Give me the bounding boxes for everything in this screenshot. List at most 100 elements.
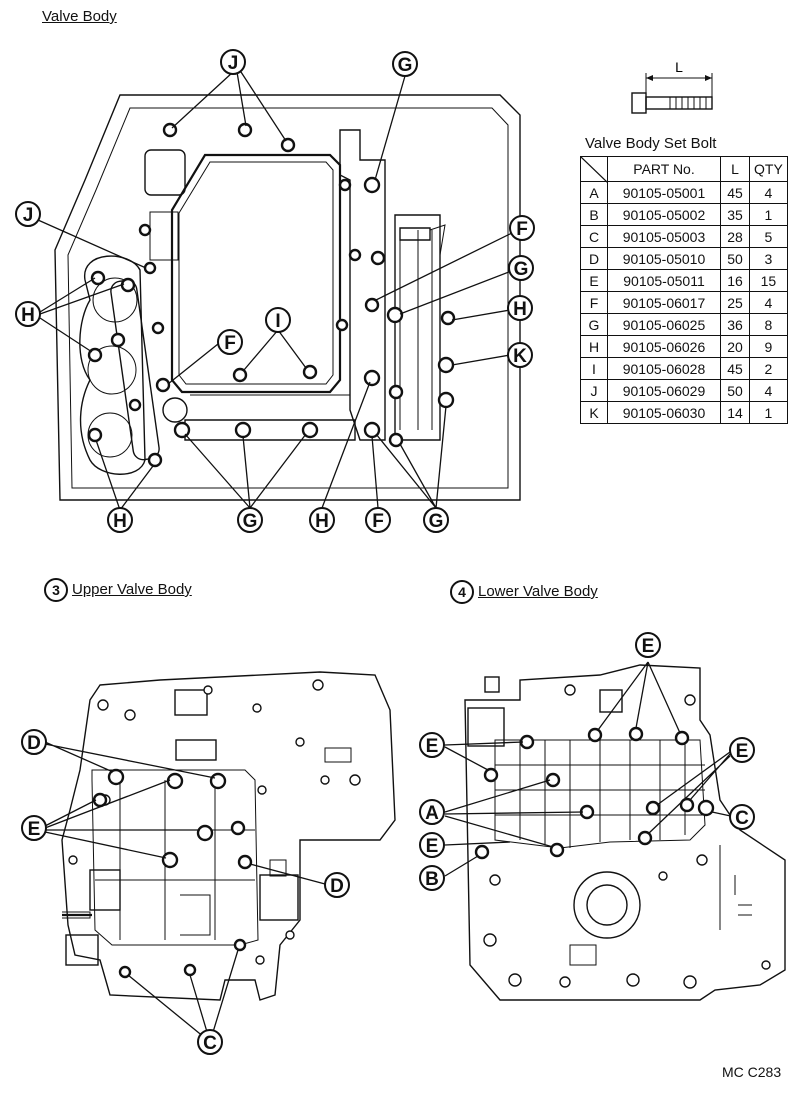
svg-text:K: K	[513, 346, 527, 367]
length-cell: 28	[720, 225, 750, 248]
callout-f-center: F	[217, 329, 243, 355]
svg-text:E: E	[426, 736, 439, 757]
bolt-code-cell: H	[580, 335, 608, 358]
svg-text:H: H	[315, 511, 329, 532]
bolt-code-cell: A	[580, 181, 608, 204]
svg-text:G: G	[429, 511, 444, 532]
qty-cell: 1	[749, 401, 788, 424]
qty-cell: 8	[749, 313, 788, 336]
length-cell: 14	[720, 401, 750, 424]
length-cell: 25	[720, 291, 750, 314]
svg-text:A: A	[425, 803, 439, 824]
callout-d-upper-right: D	[324, 872, 350, 898]
qty-cell: 9	[749, 335, 788, 358]
callout-g-bottom-right: G	[423, 507, 449, 533]
part-number-cell: 90105-05010	[607, 247, 721, 270]
callout-k: K	[507, 342, 533, 368]
section-number-3: 3	[44, 578, 68, 602]
callout-e-lower-top: E	[635, 632, 661, 658]
callout-c-upper-bottom: C	[197, 1029, 223, 1055]
length-cell: 36	[720, 313, 750, 336]
valve-body-assembly-drawing	[37, 71, 521, 511]
svg-text:E: E	[642, 636, 655, 657]
svg-text:J: J	[23, 205, 34, 226]
svg-text:J: J	[228, 53, 239, 74]
valve-body-bolt-holes	[87, 122, 456, 468]
callout-f-bottom: F	[365, 507, 391, 533]
callout-d-upper-left: D	[21, 729, 47, 755]
length-cell: 20	[720, 335, 750, 358]
callout-j-top: J	[220, 49, 246, 75]
valve-body-title: Valve Body	[42, 8, 117, 25]
qty-cell: 4	[749, 291, 788, 314]
svg-text:F: F	[224, 333, 236, 354]
qty-header: QTY	[749, 156, 788, 182]
callout-h-bottom-left: H	[107, 507, 133, 533]
valve-body-callouts: J G J F G H H F I K H G H F G	[15, 49, 535, 533]
part-number-cell: 90105-05011	[607, 269, 721, 292]
svg-text:G: G	[514, 259, 529, 280]
bolt-code-cell: J	[580, 379, 608, 402]
part-number-cell: 90105-05002	[607, 203, 721, 226]
svg-text:H: H	[513, 299, 527, 320]
callout-j-left: J	[15, 201, 41, 227]
qty-cell: 4	[749, 379, 788, 402]
bolt-table-title: Valve Body Set Bolt	[585, 135, 717, 152]
part-number-cell: 90105-05001	[607, 181, 721, 204]
svg-text:E: E	[28, 819, 41, 840]
svg-text:D: D	[27, 733, 41, 754]
length-cell: 45	[720, 357, 750, 380]
svg-text:I: I	[275, 311, 280, 332]
part-number-cell: 90105-06017	[607, 291, 721, 314]
figure-code: MC C283	[722, 1064, 782, 1080]
lower-valve-body-drawing	[444, 661, 786, 1001]
svg-text:G: G	[398, 55, 413, 76]
callout-g-top: G	[392, 51, 418, 77]
length-cell: 50	[720, 379, 750, 402]
bolt-code-cell: I	[580, 357, 608, 380]
svg-text:H: H	[113, 511, 127, 532]
callout-c-lower: C	[729, 804, 755, 830]
part-number-header: PART No.	[607, 156, 721, 182]
bolt-length-sketch	[631, 73, 713, 114]
part-number-cell: 90105-06029	[607, 379, 721, 402]
bolt-table-header-row: PART No. L QTY	[580, 156, 788, 183]
bolt-code-cell: G	[580, 313, 608, 336]
length-cell: 16	[720, 269, 750, 292]
callout-h-left: H	[15, 301, 41, 327]
svg-text:G: G	[243, 511, 258, 532]
callout-g-right: G	[508, 255, 534, 281]
upper-valve-body-drawing	[44, 671, 396, 1043]
callout-h-bottom: H	[309, 507, 335, 533]
qty-cell: 3	[749, 247, 788, 270]
upper-valve-body-callouts: D E D C	[21, 729, 350, 1055]
svg-text:D: D	[330, 876, 344, 897]
svg-text:C: C	[203, 1033, 217, 1054]
lower-valve-body-callouts: E E E A C E B	[419, 632, 755, 891]
part-number-cell: 90105-06026	[607, 335, 721, 358]
bolt-table-corner-cell	[580, 156, 608, 183]
bolt-code-cell: C	[580, 225, 608, 248]
part-number-cell: 90105-06030	[607, 401, 721, 424]
callout-b-lower: B	[419, 865, 445, 891]
part-number-cell: 90105-06025	[607, 313, 721, 336]
svg-text:H: H	[21, 305, 35, 326]
svg-text:B: B	[425, 869, 439, 890]
length-cell: 50	[720, 247, 750, 270]
svg-text:E: E	[426, 836, 439, 857]
callout-e-lower-right: E	[729, 737, 755, 763]
bolt-code-cell: E	[580, 269, 608, 292]
bolt-code-cell: F	[580, 291, 608, 314]
